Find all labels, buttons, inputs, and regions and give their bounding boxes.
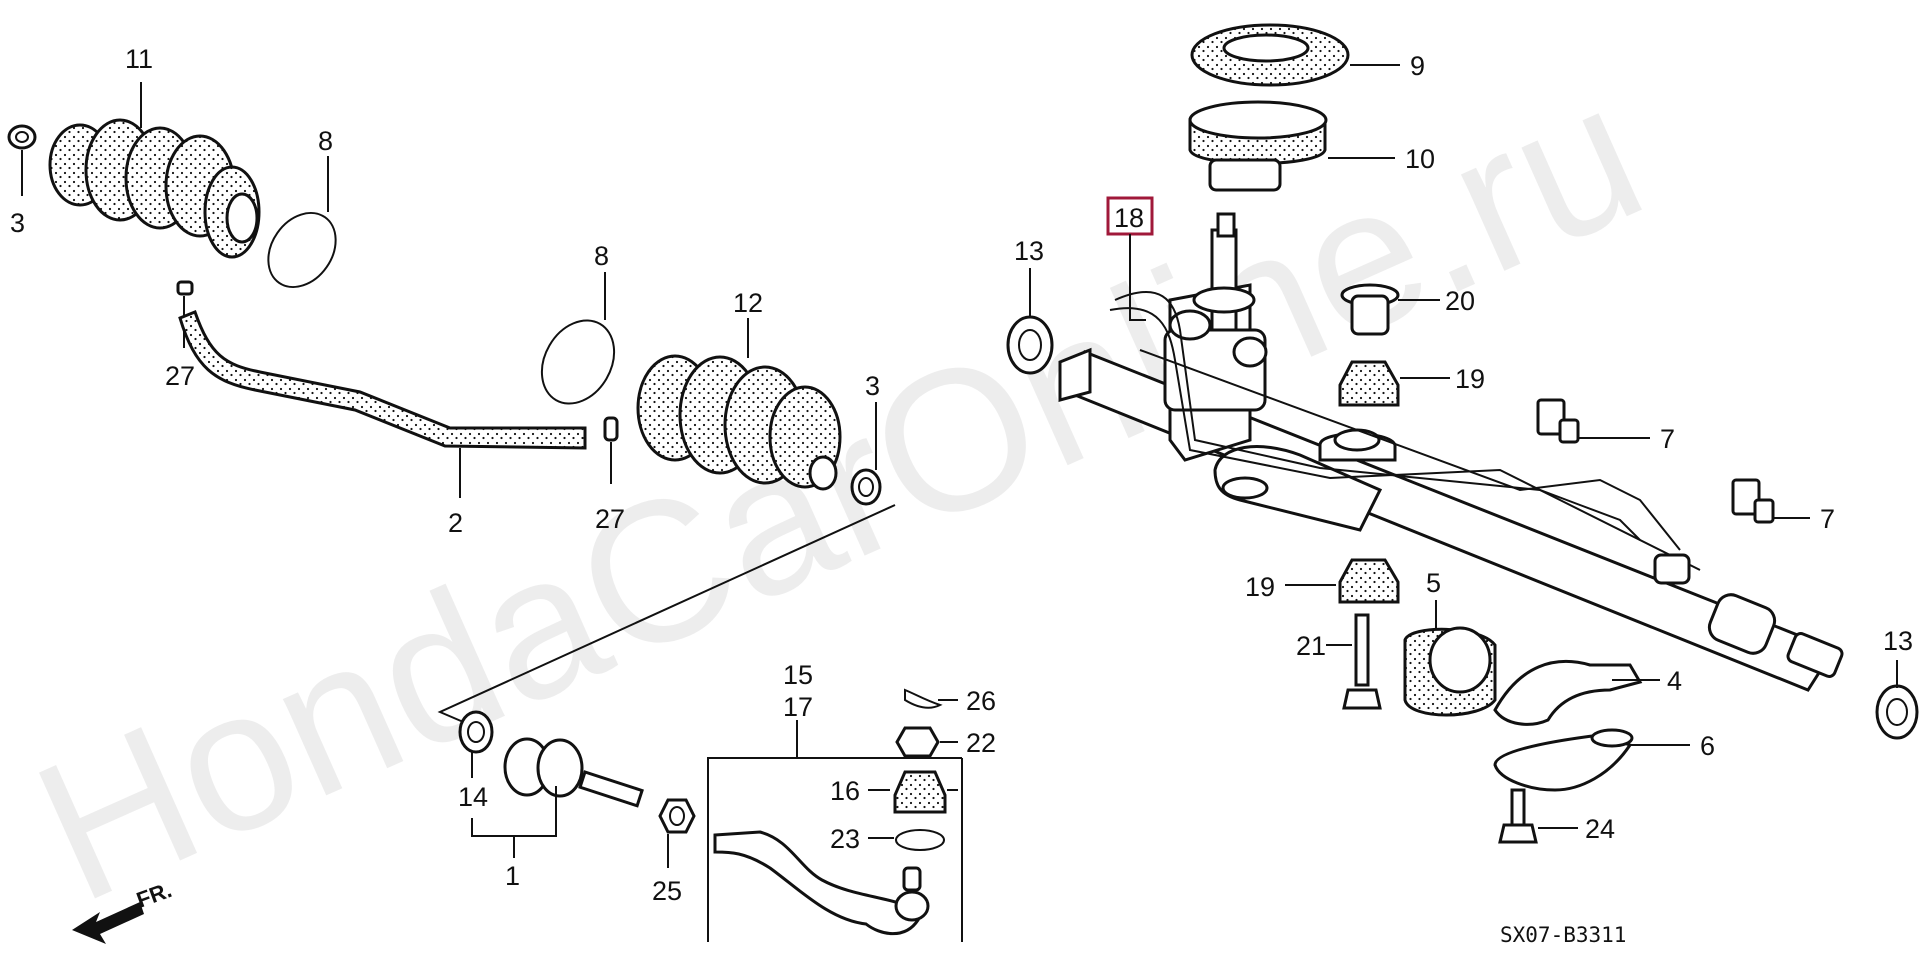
label-5: 5 [1426,568,1441,598]
label-4: 4 [1667,666,1682,696]
part-23-clip-ring[interactable] [895,829,945,851]
label-24: 24 [1585,814,1615,844]
label-18-steering-rack-box: 18 [1106,196,1154,236]
label-10: 10 [1405,144,1435,174]
label-3-left: 3 [10,208,25,238]
part-10-grommet-lower[interactable] [1188,100,1328,192]
part-20-collar[interactable] [1340,283,1400,336]
part-6-holder-lower[interactable] [1493,728,1634,792]
part-19-bushing-lower[interactable] [1338,558,1400,604]
part-5-mount-cushion[interactable] [1403,626,1497,717]
label-11: 11 [125,44,153,74]
part-27-clip-right[interactable] [603,416,619,442]
label-14: 14 [458,782,488,812]
part-7-clip-lower[interactable] [1731,478,1775,524]
label-3-right: 3 [865,371,880,401]
label-27-left: 27 [165,361,195,391]
part-3-clamp-right[interactable] [850,468,882,506]
label-8-lower: 8 [594,241,609,271]
label-21: 21 [1296,631,1326,661]
part-16-dust-seal[interactable] [893,770,947,814]
part-8-boot-band-upper[interactable] [254,200,349,300]
part-7-clip-upper[interactable] [1536,398,1580,444]
label-26: 26 [966,686,996,716]
part-24-flange-bolt[interactable] [1498,788,1538,844]
label-15: 15 [783,660,813,690]
label-2: 2 [448,508,463,538]
label-1: 1 [505,861,520,891]
part-9-grommet-upper[interactable] [1190,23,1350,87]
label-13-left: 13 [1014,236,1044,266]
part-3-clamp-left[interactable] [7,124,37,150]
label-17: 17 [783,692,813,722]
svg-text:18: 18 [1114,203,1144,233]
part-12-rack-boot[interactable] [636,354,842,491]
label-25: 25 [652,876,682,906]
part-19-bushing-upper[interactable] [1338,360,1400,407]
part-11-rack-boot[interactable] [48,118,261,259]
part-8-boot-band-lower[interactable] [527,307,628,416]
label-9: 9 [1410,51,1425,81]
part-26-cotter-pin[interactable] [904,688,943,709]
part-15-tie-rod-end[interactable] [713,830,930,936]
label-7-upper: 7 [1660,424,1675,454]
part-13-seal-right[interactable] [1875,684,1919,740]
part-25-jam-nut[interactable] [658,798,696,834]
part-14-lock-washer[interactable] [458,710,494,754]
label-6: 6 [1700,731,1715,761]
label-22: 22 [966,728,996,758]
part-27-clip-left[interactable] [176,280,194,296]
diagram-code: SX07-B3311 [1500,923,1626,947]
part-18-steering-rack[interactable] [1058,212,1844,692]
part-1-tie-rod[interactable] [503,737,644,808]
label-8-upper: 8 [318,126,333,156]
part-2-breather-tube[interactable] [178,310,587,450]
part-22-castle-nut[interactable] [895,726,940,758]
label-7-lower: 7 [1820,504,1835,534]
part-21-bolt[interactable] [1342,613,1382,710]
label-19-upper: 19 [1455,364,1485,394]
label-20: 20 [1445,286,1475,316]
label-19-lower: 19 [1245,572,1275,602]
part-13-seal-left[interactable] [1006,315,1054,375]
label-12: 12 [733,288,763,318]
label-27-right: 27 [595,504,625,534]
label-16: 16 [830,776,860,806]
label-13-right: 13 [1883,626,1913,656]
label-23: 23 [830,824,860,854]
part-4-holder[interactable] [1493,659,1643,726]
